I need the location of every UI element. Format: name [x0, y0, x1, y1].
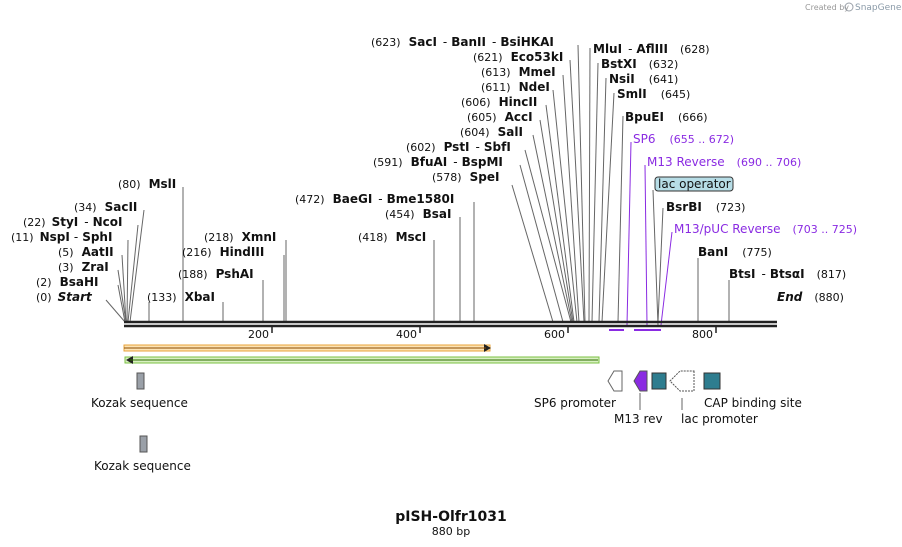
site-bani: BanI(775)	[698, 245, 772, 259]
site-bstxi: BstXI(632)	[601, 57, 678, 71]
features-track: Kozak sequence Kozak sequence SP6 promot…	[91, 370, 802, 473]
sp6-promoter-arrow-icon	[607, 370, 623, 392]
site-bsai: (454)BsaI	[385, 207, 451, 221]
brand-text: SnapGene	[855, 3, 902, 13]
kozak-label-2: Kozak sequence	[94, 459, 191, 473]
site-msci: (418)MscI	[358, 230, 426, 244]
site-hindiii: (216)HindIII	[182, 245, 264, 259]
site-bfuai-bspmi: (591)BfuAI-BspMI	[373, 155, 503, 169]
site-eco53ki: (621)Eco53kI	[473, 50, 563, 64]
cap-site-label: CAP binding site	[704, 396, 802, 410]
primer-connectors	[609, 141, 673, 331]
site-psti-sbfi: (602)PstI-SbfI	[406, 140, 511, 154]
site-aatii: (5)AatII	[58, 245, 114, 259]
site-zrai: (3)ZraI	[58, 260, 109, 274]
map-length: 880 bp	[432, 525, 470, 538]
credit-text: Created by	[805, 3, 849, 12]
axis-ticks: 200 400 600 800	[248, 327, 717, 341]
site-sali: (604)SalI	[460, 125, 523, 139]
site-styi-ncoi: (22)StyI-NcoI	[23, 215, 122, 229]
site-labels-right: MluI-AflIII(628) BstXI(632) NsiI(641) Sm…	[593, 42, 846, 304]
primer-m13-reverse: M13 Reverse(690 .. 706)	[647, 155, 801, 169]
kozak-box-2	[139, 435, 148, 453]
site-hincii: (606)HincII	[461, 95, 537, 109]
lac-operator-badge: lac operator	[654, 176, 734, 192]
site-start: (0)Start	[36, 290, 93, 304]
kozak-label-1: Kozak sequence	[91, 396, 188, 410]
dna-backbone	[124, 320, 777, 328]
tick-label-200: 200	[248, 328, 269, 341]
site-xmni: (218)XmnI	[204, 230, 276, 244]
site-msli: (80)MslI	[118, 177, 176, 191]
site-mlui-afliii: MluI-AflIII(628)	[593, 42, 710, 56]
primer-sp6: SP6(655 .. 672)	[633, 132, 734, 146]
site-btsi-btsai: BtsI-BtsαI(817)	[729, 267, 846, 281]
site-pshai: (188)PshAI	[178, 267, 254, 281]
site-acci: (605)AccI	[467, 110, 533, 124]
site-end: End(880)	[777, 290, 844, 304]
tick-label-600: 600	[544, 328, 565, 341]
primer-m13-puc-reverse: M13/pUC Reverse(703 .. 725)	[674, 222, 857, 236]
lac-promoter-arrow-icon	[669, 370, 695, 392]
site-nsii: NsiI(641)	[609, 72, 678, 86]
m13-rev-label: M13 rev	[614, 412, 663, 426]
m13-rev-arrow-icon	[633, 370, 648, 392]
lac-operator-label: lac operator	[658, 177, 731, 191]
leader-lines	[105, 44, 730, 323]
site-bsahi: (2)BsaHI	[36, 275, 99, 289]
site-xbai: (133)XbaI	[147, 290, 215, 304]
site-mmei: (613)MmeI	[481, 65, 556, 79]
orf-reverse-arrow-icon	[126, 356, 133, 364]
sp6-promoter-label: SP6 promoter	[534, 396, 616, 410]
orf-bars	[123, 344, 600, 364]
site-baegi-bme1580i: (472)BaeGI-Bme1580I	[295, 192, 454, 206]
site-spei: (578)SpeI	[432, 170, 499, 184]
site-bpuei: BpuEI(666)	[625, 110, 708, 124]
tick-label-400: 400	[396, 328, 417, 341]
site-labels-left: (0)Start (2)BsaHI (3)ZraI (5)AatII (11)N…	[11, 35, 563, 304]
lac-promoter-label: lac promoter	[681, 412, 758, 426]
site-smli: SmlI(645)	[617, 87, 690, 101]
primer-labels: SP6(655 .. 672) M13 Reverse(690 .. 706) …	[633, 132, 857, 236]
site-nspi-sphi: (11)NspI-SphI	[11, 230, 112, 244]
kozak-box-1	[136, 372, 145, 390]
snapgene-logo-icon	[844, 2, 854, 12]
tick-label-800: 800	[692, 328, 713, 341]
map-title: pISH-Olfr1031	[395, 509, 507, 525]
orf-forward-arrow-icon	[484, 344, 491, 352]
cap-site-box	[703, 372, 721, 390]
site-bsrbi: BsrBI(723)	[666, 200, 745, 214]
lac-operator-box	[651, 372, 667, 390]
site-sacii: (34)SacII	[74, 200, 137, 214]
site-ndei: (611)NdeI	[481, 80, 550, 94]
site-saci-banii-bsihkai: (623)SacI-BanII-BsiHKAI	[371, 35, 554, 49]
